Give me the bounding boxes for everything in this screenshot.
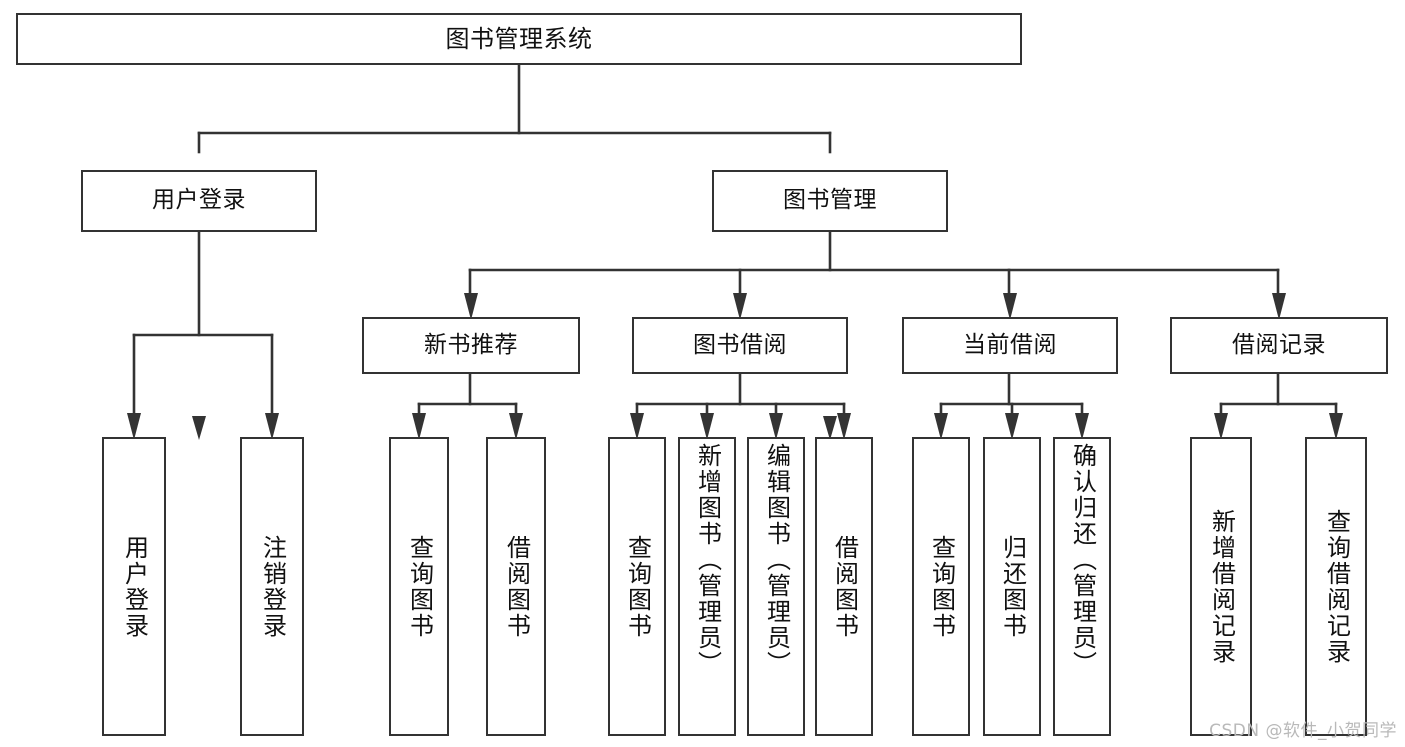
arrowhead-user-login xyxy=(192,416,206,440)
arrowhead xyxy=(127,413,141,440)
node-leaf-borrow-book-bb[interactable]: 借阅图书 xyxy=(815,437,873,736)
node-user-login-label: 用户登录 xyxy=(152,187,246,214)
arrowhead xyxy=(769,413,783,440)
node-leaf-borrow-book-rec[interactable]: 借阅图书 xyxy=(486,437,546,736)
node-leaf-user-logout[interactable]: 注销登录 xyxy=(240,437,304,736)
node-leaf-query-book-rec[interactable]: 查询图书 xyxy=(389,437,449,736)
node-book-borrow-label: 图书借阅 xyxy=(693,331,787,358)
node-leaf-add-book[interactable]: 新增图书（管理员） xyxy=(678,437,736,736)
arrowhead xyxy=(700,413,714,440)
arrowheads xyxy=(192,416,837,440)
node-leaf-edit-book-label: 编辑图书（管理员） xyxy=(762,443,791,677)
arrowhead xyxy=(412,413,426,440)
node-leaf-query-book-bb[interactable]: 查询图书 xyxy=(608,437,666,736)
node-user-login[interactable]: 用户登录 xyxy=(81,170,317,232)
arrowhead xyxy=(837,413,851,440)
node-leaf-add-record[interactable]: 新增借阅记录 xyxy=(1190,437,1252,736)
node-leaf-add-book-label: 新增图书（管理员） xyxy=(693,443,722,677)
node-borrow-record-label: 借阅记录 xyxy=(1232,331,1326,358)
node-leaf-confirm-return-label: 确认归还（管理员） xyxy=(1068,443,1097,677)
node-leaf-query-book-cb[interactable]: 查询图书 xyxy=(912,437,970,736)
node-new-book-recommend[interactable]: 新书推荐 xyxy=(362,317,580,374)
node-leaf-return-book[interactable]: 归还图书 xyxy=(983,437,1041,736)
arrowhead xyxy=(265,413,279,440)
node-book-borrow[interactable]: 图书借阅 xyxy=(632,317,848,374)
arrowhead xyxy=(1214,413,1228,440)
arrowhead xyxy=(934,413,948,440)
node-leaf-borrow-book-bb-label: 借阅图书 xyxy=(830,534,859,639)
node-leaf-query-record-label: 查询借阅记录 xyxy=(1322,508,1351,665)
node-leaf-user-login[interactable]: 用户登录 xyxy=(102,437,166,736)
node-leaf-query-book-cb-label: 查询图书 xyxy=(927,534,956,639)
arrowhead xyxy=(630,413,644,440)
node-current-borrow-label: 当前借阅 xyxy=(963,331,1057,358)
node-new-book-recommend-label: 新书推荐 xyxy=(424,331,518,358)
arrowhead xyxy=(1272,293,1286,320)
csdn-watermark: CSDN @软件_小贺同学 xyxy=(1209,721,1397,741)
arrowhead xyxy=(1003,293,1017,320)
node-leaf-user-logout-label: 注销登录 xyxy=(258,534,287,639)
arrowhead xyxy=(1005,413,1019,440)
node-book-manage-label: 图书管理 xyxy=(783,187,877,214)
node-root-label: 图书管理系统 xyxy=(445,24,593,53)
node-borrow-record[interactable]: 借阅记录 xyxy=(1170,317,1388,374)
node-leaf-query-record[interactable]: 查询借阅记录 xyxy=(1305,437,1367,736)
node-leaf-confirm-return[interactable]: 确认归还（管理员） xyxy=(1053,437,1111,736)
node-leaf-borrow-book-rec-label: 借阅图书 xyxy=(502,534,531,639)
node-leaf-query-book-rec-label: 查询图书 xyxy=(405,534,434,639)
arrowhead xyxy=(464,293,478,320)
node-current-borrow[interactable]: 当前借阅 xyxy=(902,317,1118,374)
arrowhead xyxy=(1329,413,1343,440)
arrowheads-generated xyxy=(127,293,1343,440)
arrowhead xyxy=(733,293,747,320)
node-leaf-user-login-label: 用户登录 xyxy=(120,534,149,639)
arrowhead xyxy=(509,413,523,440)
node-book-manage[interactable]: 图书管理 xyxy=(712,170,948,232)
node-leaf-edit-book[interactable]: 编辑图书（管理员） xyxy=(747,437,805,736)
arrowhead xyxy=(1075,413,1089,440)
node-root[interactable]: 图书管理系统 xyxy=(16,13,1022,65)
node-leaf-add-record-label: 新增借阅记录 xyxy=(1207,508,1236,665)
arrowhead-book-manage xyxy=(823,416,837,440)
node-leaf-query-book-bb-label: 查询图书 xyxy=(623,534,652,639)
node-leaf-return-book-label: 归还图书 xyxy=(998,534,1027,639)
